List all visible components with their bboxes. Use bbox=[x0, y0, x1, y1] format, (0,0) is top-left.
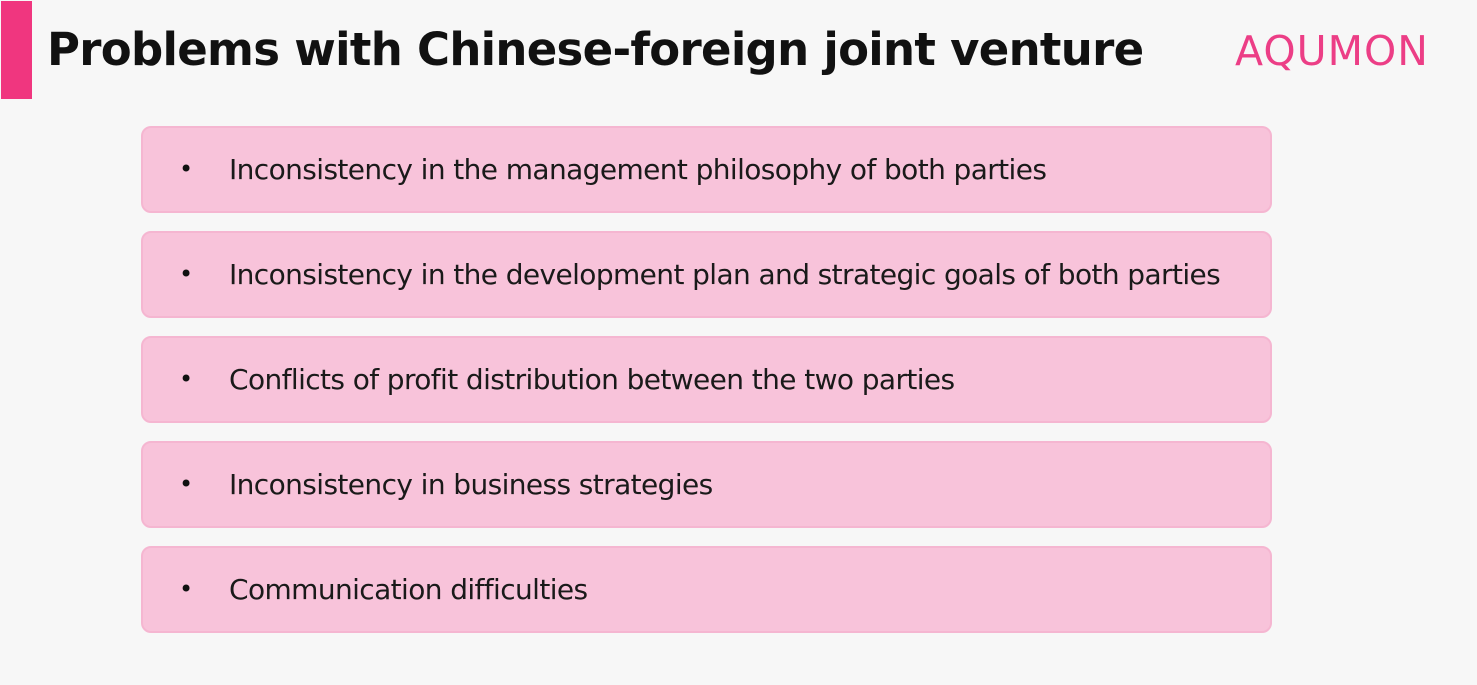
list-item: • Inconsistency in the management philos… bbox=[141, 126, 1272, 213]
list-item-text: Inconsistency in business strategies bbox=[229, 468, 713, 501]
title-accent-bar bbox=[1, 1, 32, 99]
bullet-icon: • bbox=[179, 575, 194, 603]
list-item: • Conflicts of profit distribution betwe… bbox=[141, 336, 1272, 423]
bullet-icon: • bbox=[179, 155, 194, 183]
list-item-text: Conflicts of profit distribution between… bbox=[229, 363, 955, 396]
bullet-icon: • bbox=[179, 365, 194, 393]
list-item-text: Communication difficulties bbox=[229, 573, 588, 606]
bullet-icon: • bbox=[179, 260, 194, 288]
list-item: • Inconsistency in the development plan … bbox=[141, 231, 1272, 318]
page-title: Problems with Chinese-foreign joint vent… bbox=[47, 23, 1144, 76]
list-item: • Inconsistency in business strategies bbox=[141, 441, 1272, 528]
brand-logo: AQUMON bbox=[1235, 27, 1429, 75]
list-item-text: Inconsistency in the development plan an… bbox=[229, 258, 1221, 291]
list-item: • Communication difficulties bbox=[141, 546, 1272, 633]
bullet-list: • Inconsistency in the management philos… bbox=[141, 126, 1272, 633]
list-item-text: Inconsistency in the management philosop… bbox=[229, 153, 1047, 186]
bullet-icon: • bbox=[179, 470, 194, 498]
